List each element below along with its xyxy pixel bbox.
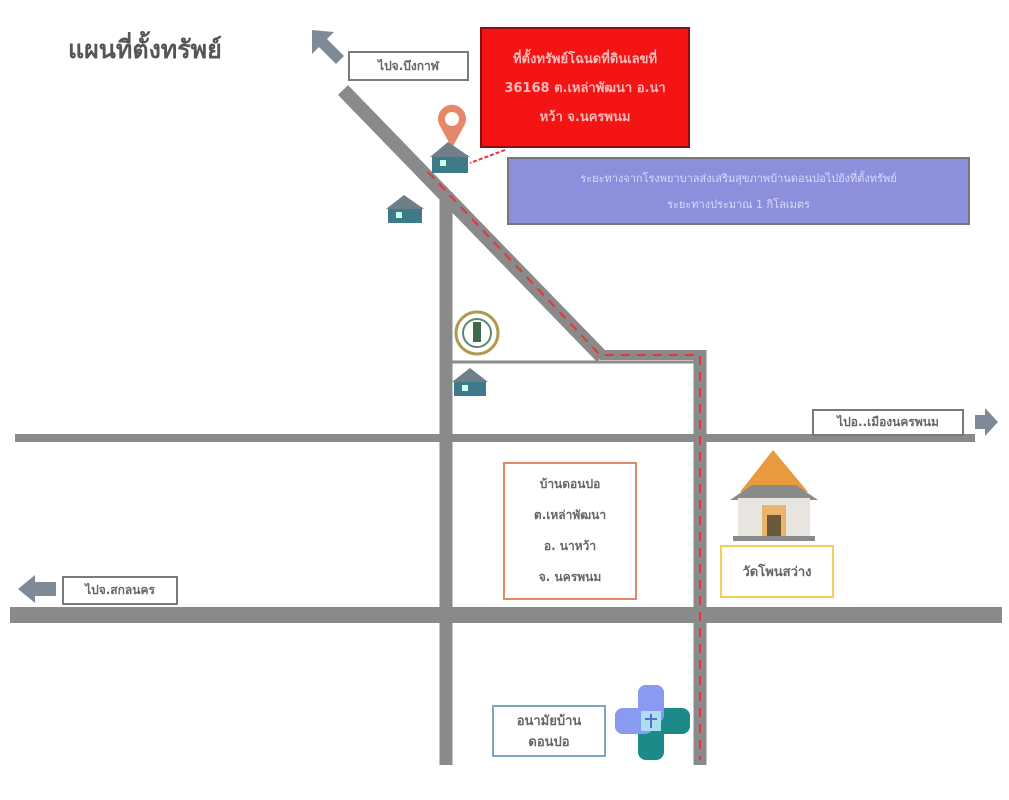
pointer-arrow bbox=[469, 149, 506, 164]
map-title: แผนที่ตั้งทรัพย์ bbox=[68, 35, 222, 64]
property-line: ที่ตั้งทรัพย์โฉนดที่ดินเลขที่ bbox=[512, 52, 658, 67]
health-cross-icon bbox=[615, 685, 690, 760]
direction-label-mueang-nakhon-phanom: ไปอ..เมืองนครพนม bbox=[812, 409, 964, 436]
house-icon bbox=[386, 195, 424, 223]
arrow-west-icon bbox=[18, 575, 56, 603]
property-line: หว้า จ.นครพนม bbox=[539, 110, 631, 125]
village-line: บ้านดอนปอ bbox=[539, 477, 601, 491]
temple-icon bbox=[730, 450, 818, 541]
distance-info-box: ระยะทางจากโรงพยาบาลส่งเสริมสุขภาพบ้านดอน… bbox=[507, 157, 970, 225]
house-icon bbox=[452, 368, 488, 396]
distance-line: ระยะทางจากโรงพยาบาลส่งเสริมสุขภาพบ้านดอน… bbox=[580, 172, 897, 185]
village-label-box: บ้านดอนปอ ต.เหล่าพัฒนา อ. นาหว้า จ. นครพ… bbox=[503, 462, 637, 600]
hospital-emblem-icon bbox=[454, 310, 500, 356]
arrow-northwest-icon bbox=[312, 30, 344, 64]
health-center-line: ดอนปอ bbox=[528, 735, 570, 750]
road-diagonal bbox=[337, 85, 608, 362]
village-line: อ. นาหว้า bbox=[543, 539, 597, 553]
arrow-east-icon bbox=[975, 408, 998, 436]
property-info-box: ที่ตั้งทรัพย์โฉนดที่ดินเลขที่ 36168 ต.เห… bbox=[480, 27, 690, 148]
distance-line: ระยะทางประมาณ 1 กิโลเมตร bbox=[667, 198, 810, 211]
health-center-line: อนามัยบ้าน bbox=[516, 714, 582, 729]
health-center-label: อนามัยบ้าน ดอนปอ bbox=[492, 705, 606, 757]
direction-label-bueng-kan: ไปจ.บึงกาฬ bbox=[348, 51, 469, 81]
village-line: จ. นครพนม bbox=[538, 570, 602, 584]
direction-label-sakon-nakhon: ไปจ.สกลนคร bbox=[62, 576, 178, 605]
house-icon bbox=[430, 142, 470, 173]
temple-label: วัดโพนสว่าง bbox=[720, 545, 834, 598]
village-line: ต.เหล่าพัฒนา bbox=[533, 508, 607, 522]
property-line: 36168 ต.เหล่าพัฒนา อ.นา bbox=[504, 81, 666, 96]
location-pin-icon bbox=[438, 104, 467, 148]
